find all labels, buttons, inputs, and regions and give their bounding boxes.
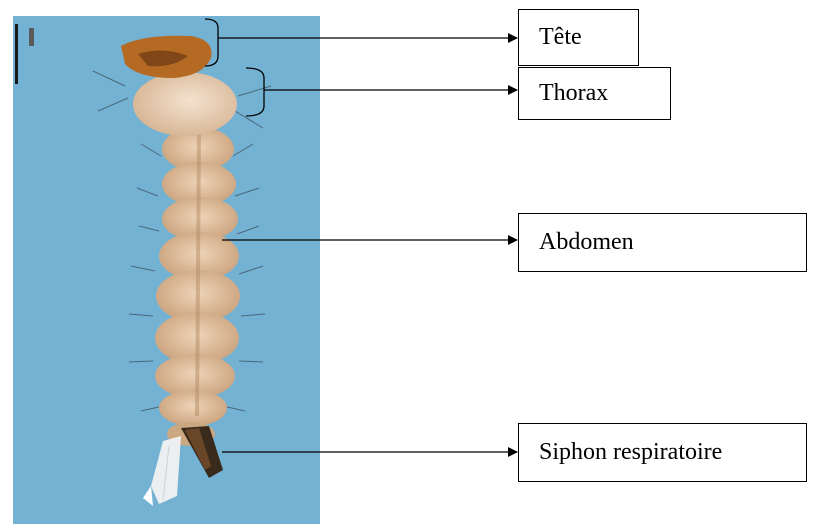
label-box-abdomen: Abdomen: [518, 213, 807, 272]
label-box-siphon: Siphon respiratoire: [518, 423, 807, 482]
label-box-thorax: Thorax: [518, 67, 671, 120]
label-box-tete: Tête: [518, 9, 639, 66]
label-siphon: Siphon respiratoire: [539, 439, 722, 466]
label-tete: Tête: [539, 24, 582, 51]
bracket-tete: [205, 19, 218, 66]
label-thorax: Thorax: [539, 80, 608, 107]
bracket-thorax: [246, 68, 264, 116]
label-abdomen: Abdomen: [539, 229, 634, 256]
